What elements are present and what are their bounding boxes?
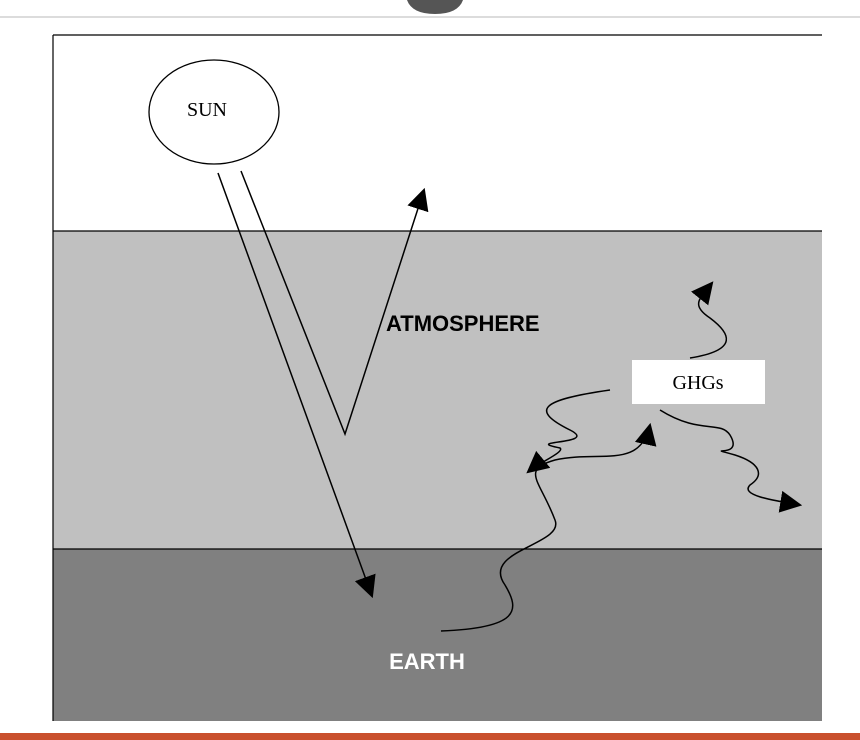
earth-label: EARTH bbox=[389, 649, 465, 674]
sun-label: SUN bbox=[187, 99, 227, 121]
top-logo-fragment bbox=[407, 0, 463, 14]
outgoing-ghg-radiation-arrow bbox=[689, 281, 727, 359]
incoming-radiation-arrow bbox=[217, 172, 376, 599]
earth-layer bbox=[53, 549, 822, 721]
ghgs-label: GHGs bbox=[672, 372, 723, 394]
bottom-accent-bar bbox=[0, 733, 860, 740]
infrared-from-earth-arrow bbox=[440, 422, 657, 632]
back-radiation-arrow bbox=[526, 389, 611, 474]
reflected-radiation-arrow bbox=[240, 170, 429, 437]
sun-circle bbox=[148, 59, 280, 165]
atmosphere-label: ATMOSPHERE bbox=[386, 311, 540, 336]
ghgs-box bbox=[632, 360, 765, 404]
lateral-ghg-radiation-arrow bbox=[659, 409, 803, 513]
